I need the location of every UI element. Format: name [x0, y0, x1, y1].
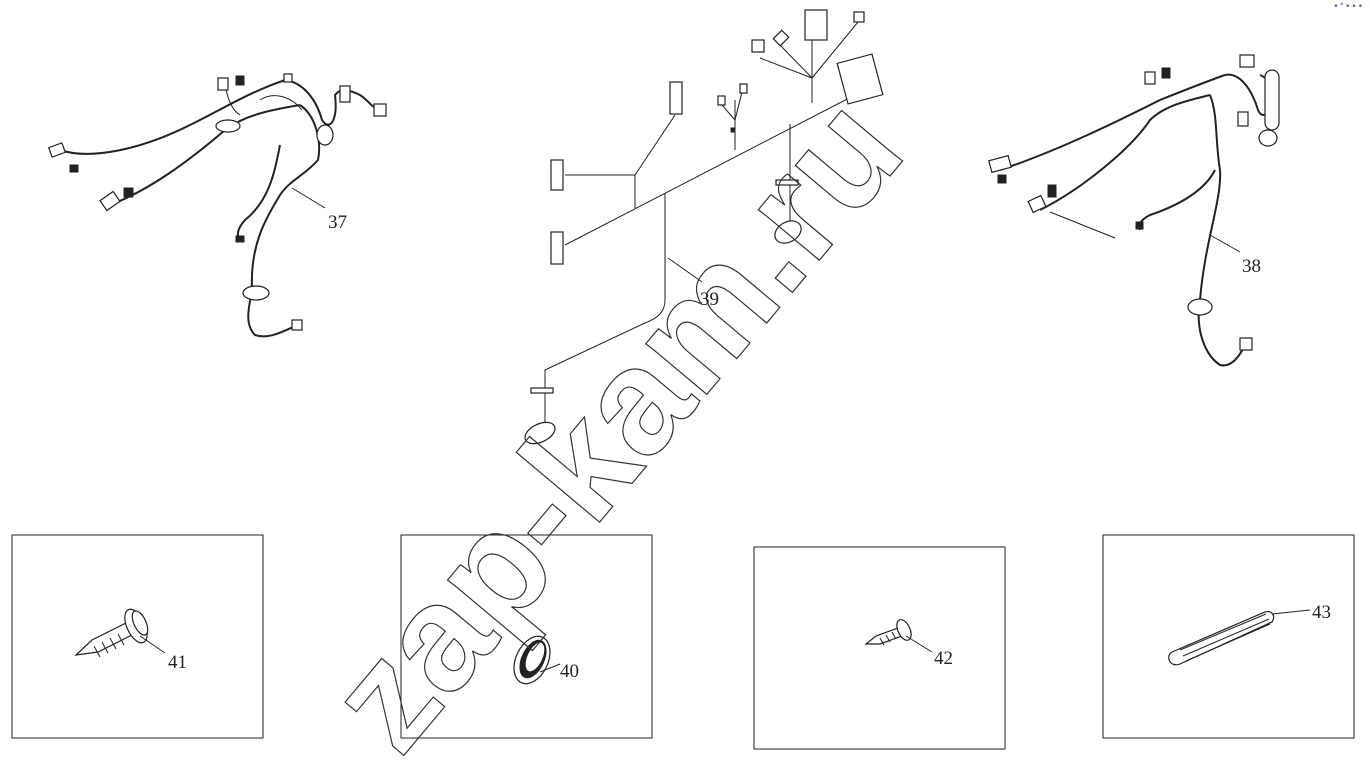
- bolt-41: [74, 608, 149, 658]
- callout-40: 40: [560, 661, 579, 682]
- leader-37: [291, 187, 326, 209]
- detail-panel-40[interactable]: 40: [400, 534, 653, 739]
- detail-panel-41[interactable]: 41: [11, 534, 264, 739]
- detail-panel-42[interactable]: 42: [753, 546, 1006, 750]
- callout-43: 43: [1312, 602, 1331, 623]
- callout-39: 39: [700, 289, 719, 310]
- callout-41: 41: [168, 652, 187, 673]
- callout-42: 42: [934, 648, 953, 669]
- seal-strip-43: [1168, 611, 1275, 666]
- detail-panel-43[interactable]: 43: [1102, 534, 1355, 739]
- corner-dots-icon: •°•••: [1333, 2, 1364, 12]
- leader-39: [667, 257, 703, 283]
- harness-37[interactable]: [47, 73, 387, 338]
- callout-38: 38: [1242, 256, 1261, 277]
- harness-39[interactable]: [522, 9, 884, 448]
- callout-37: 37: [328, 212, 347, 233]
- bolt-42: [864, 619, 912, 646]
- leader-38: [1209, 234, 1241, 253]
- harness-38[interactable]: [988, 54, 1280, 367]
